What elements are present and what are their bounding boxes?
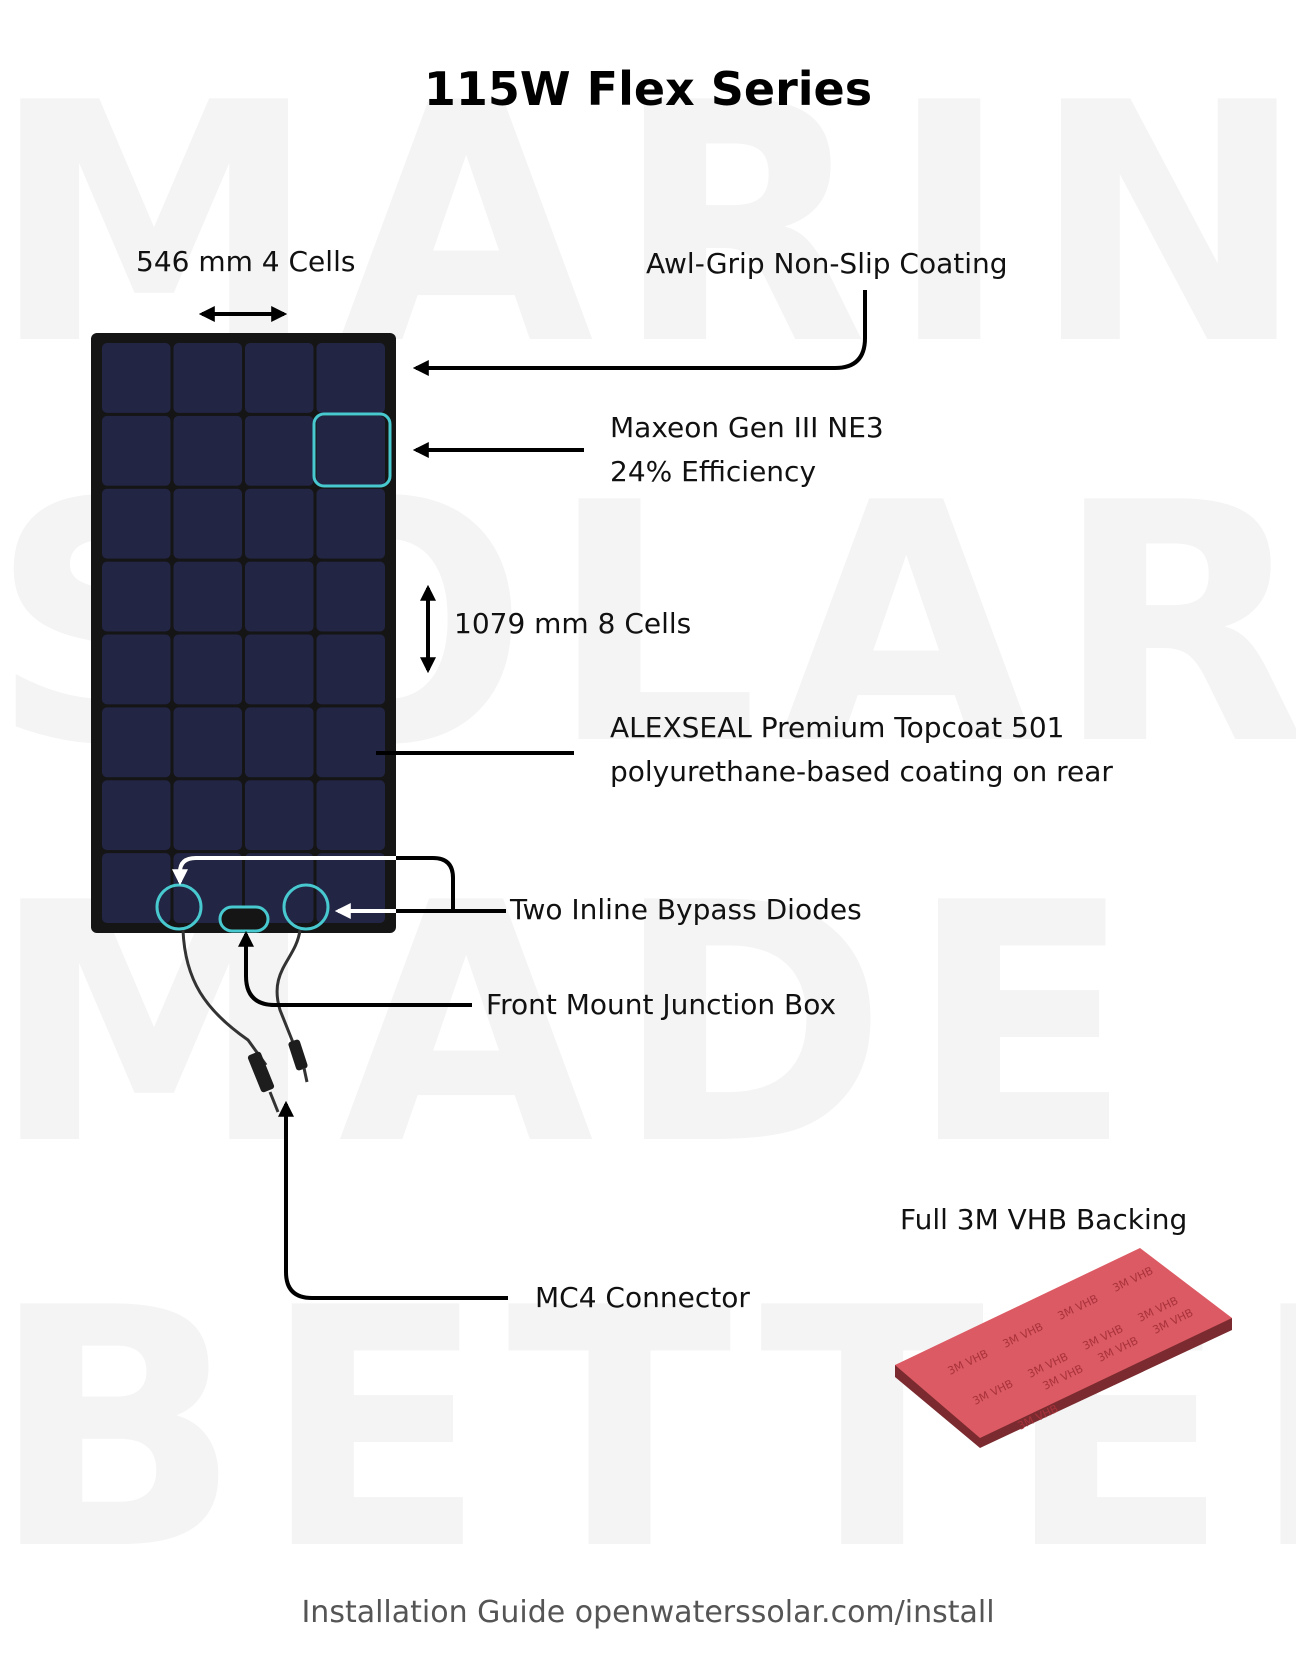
backing-label: Full 3M VHB Backing: [900, 1203, 1188, 1236]
cell-highlight: [312, 412, 392, 488]
bypass-diode-right: [282, 883, 330, 931]
solar-cell: [173, 343, 242, 413]
page-title: 115W Flex Series: [423, 62, 873, 116]
solar-cell: [245, 634, 314, 705]
junction-box-label: Front Mount Junction Box: [486, 988, 837, 1021]
solar-cell: [316, 415, 385, 486]
solar-cell: [316, 707, 385, 778]
solar-cell: [102, 634, 171, 705]
solar-cell-grid: [102, 343, 385, 923]
solar-cell: [316, 343, 385, 413]
height-label: 1079 mm 8 Cells: [454, 607, 692, 640]
solar-cell: [173, 634, 242, 705]
solar-cell: [102, 488, 171, 559]
installation-guide-footer: Installation Guide openwaterssolar.com/i…: [301, 1595, 995, 1630]
coating-label: Awl-Grip Non-Slip Coating: [646, 247, 1008, 280]
diode-leader-left-arrow-white: [172, 856, 396, 886]
solar-cell: [245, 853, 314, 923]
width-label: 546 mm 4 Cells: [136, 245, 356, 278]
solar-cell: [245, 488, 314, 559]
efficiency-label: 24% Efficiency: [610, 455, 817, 488]
solar-cell: [102, 707, 171, 778]
solar-cell: [102, 853, 171, 923]
solar-cell: [102, 561, 171, 632]
solar-cell: [316, 853, 385, 923]
cable-left: [181, 929, 268, 1066]
solar-cell: [102, 780, 171, 851]
junction-box-leader-arrow: [238, 930, 472, 1007]
connector-leader-arrow: [278, 1100, 508, 1300]
solar-cell: [173, 780, 242, 851]
solar-cell: [316, 488, 385, 559]
diodes-label: Two Inline Bypass Diodes: [510, 893, 862, 926]
solar-cell: [102, 415, 171, 486]
cell-model-label: Maxeon Gen III NE3: [610, 411, 884, 444]
solar-cell: [173, 853, 242, 923]
solar-cell: [316, 780, 385, 851]
coating-leader-arrow: [412, 290, 867, 376]
junction-box-highlight: [218, 905, 270, 933]
solar-cell: [173, 561, 242, 632]
solar-cell: [245, 707, 314, 778]
solar-cell: [245, 561, 314, 632]
solar-cell: [245, 343, 314, 413]
solar-cell: [102, 343, 171, 413]
solar-cell: [173, 488, 242, 559]
topcoat-description: polyurethane-based coating on rear: [610, 755, 1113, 788]
solar-cell: [245, 415, 314, 486]
solar-cell: [173, 415, 242, 486]
solar-cell: [316, 561, 385, 632]
solar-cell: [316, 634, 385, 705]
solar-cell: [245, 780, 314, 851]
solar-cell: [173, 707, 242, 778]
connector-label: MC4 Connector: [535, 1281, 750, 1314]
topcoat-label: ALEXSEAL Premium Topcoat 501: [610, 711, 1065, 744]
mc4-connector-icon: [247, 1039, 309, 1113]
